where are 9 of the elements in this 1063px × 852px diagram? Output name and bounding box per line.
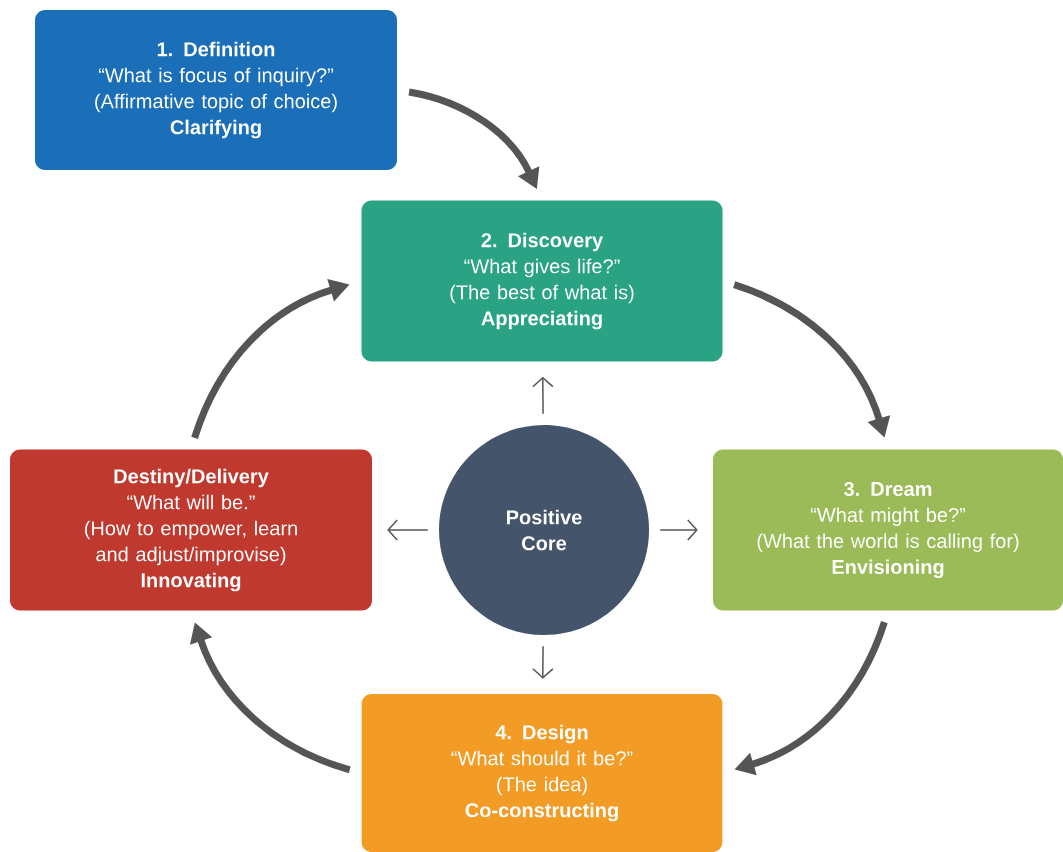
arrow bbox=[532, 645, 554, 679]
stage-box: 3. Dream “What might be?” (What the world is calling for) Envisioning bbox=[713, 449, 1063, 611]
arrow bbox=[659, 519, 698, 541]
stage-box: 4. Design “What should it be?” (The idea) Co-constructing bbox=[361, 694, 723, 852]
stage-box: Destiny/Delivery “What will be.” (How to empower, learn and adjust/improvise) Innovating bbox=[10, 449, 372, 611]
stage-box: 1. Definition “What is focus of inquiry?” (Affirmative topic of choice) Clarifying bbox=[35, 10, 397, 170]
arrow bbox=[532, 376, 554, 415]
arrow bbox=[387, 519, 429, 541]
stage-box: 2. Discovery “What gives life?” (The best of what is) Appreciating bbox=[361, 200, 723, 362]
